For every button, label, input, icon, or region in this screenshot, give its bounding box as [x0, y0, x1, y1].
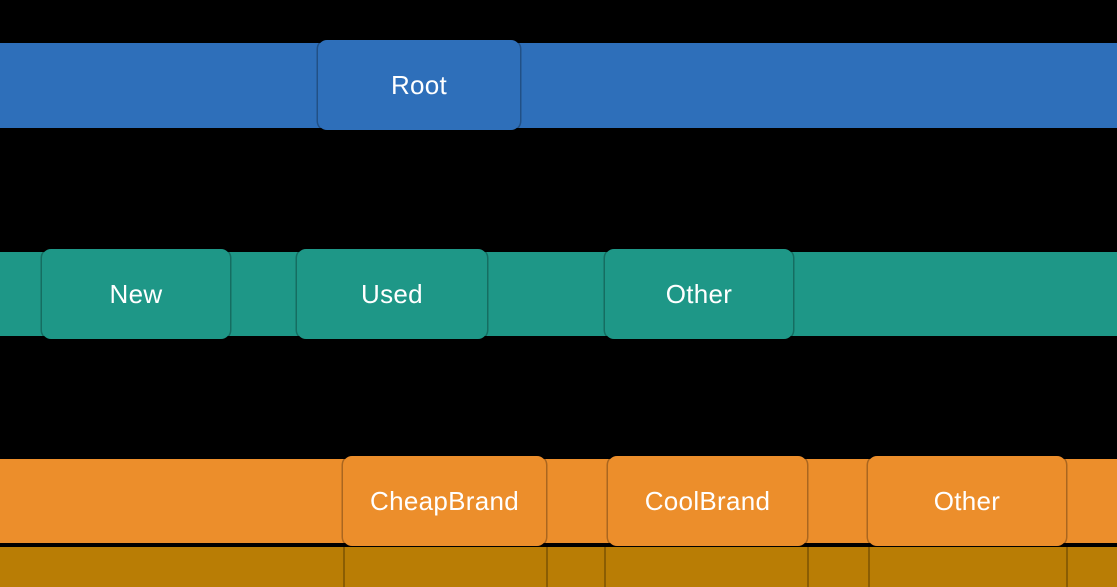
depth-4-seam — [868, 547, 870, 587]
depth-4-seam — [604, 547, 606, 587]
node-label: Root — [390, 69, 448, 100]
node-label: New — [109, 278, 163, 309]
depth-4-seam — [343, 547, 345, 587]
depth-4-band — [0, 547, 1117, 587]
node-label: Other — [665, 278, 733, 309]
node-label: Other — [933, 485, 1001, 516]
node-used-depth-2[interactable]: Used — [297, 249, 487, 339]
depth-4-seam — [807, 547, 809, 587]
depth-1-band — [0, 43, 1117, 128]
node-cheapbrand-depth-3[interactable]: CheapBrand — [343, 456, 546, 546]
node-coolbrand-depth-3[interactable]: CoolBrand — [608, 456, 807, 546]
node-new-depth-2[interactable]: New — [42, 249, 230, 339]
node-label: Used — [361, 278, 423, 309]
node-other-depth-3[interactable]: Other — [868, 456, 1066, 546]
depth-4-seam — [1066, 547, 1068, 587]
node-label: CoolBrand — [644, 485, 771, 516]
node-label: CheapBrand — [370, 485, 519, 516]
depth-4-seam — [546, 547, 548, 587]
node-other-depth-2[interactable]: Other — [605, 249, 793, 339]
node-root-depth-1[interactable]: Root — [318, 40, 520, 130]
